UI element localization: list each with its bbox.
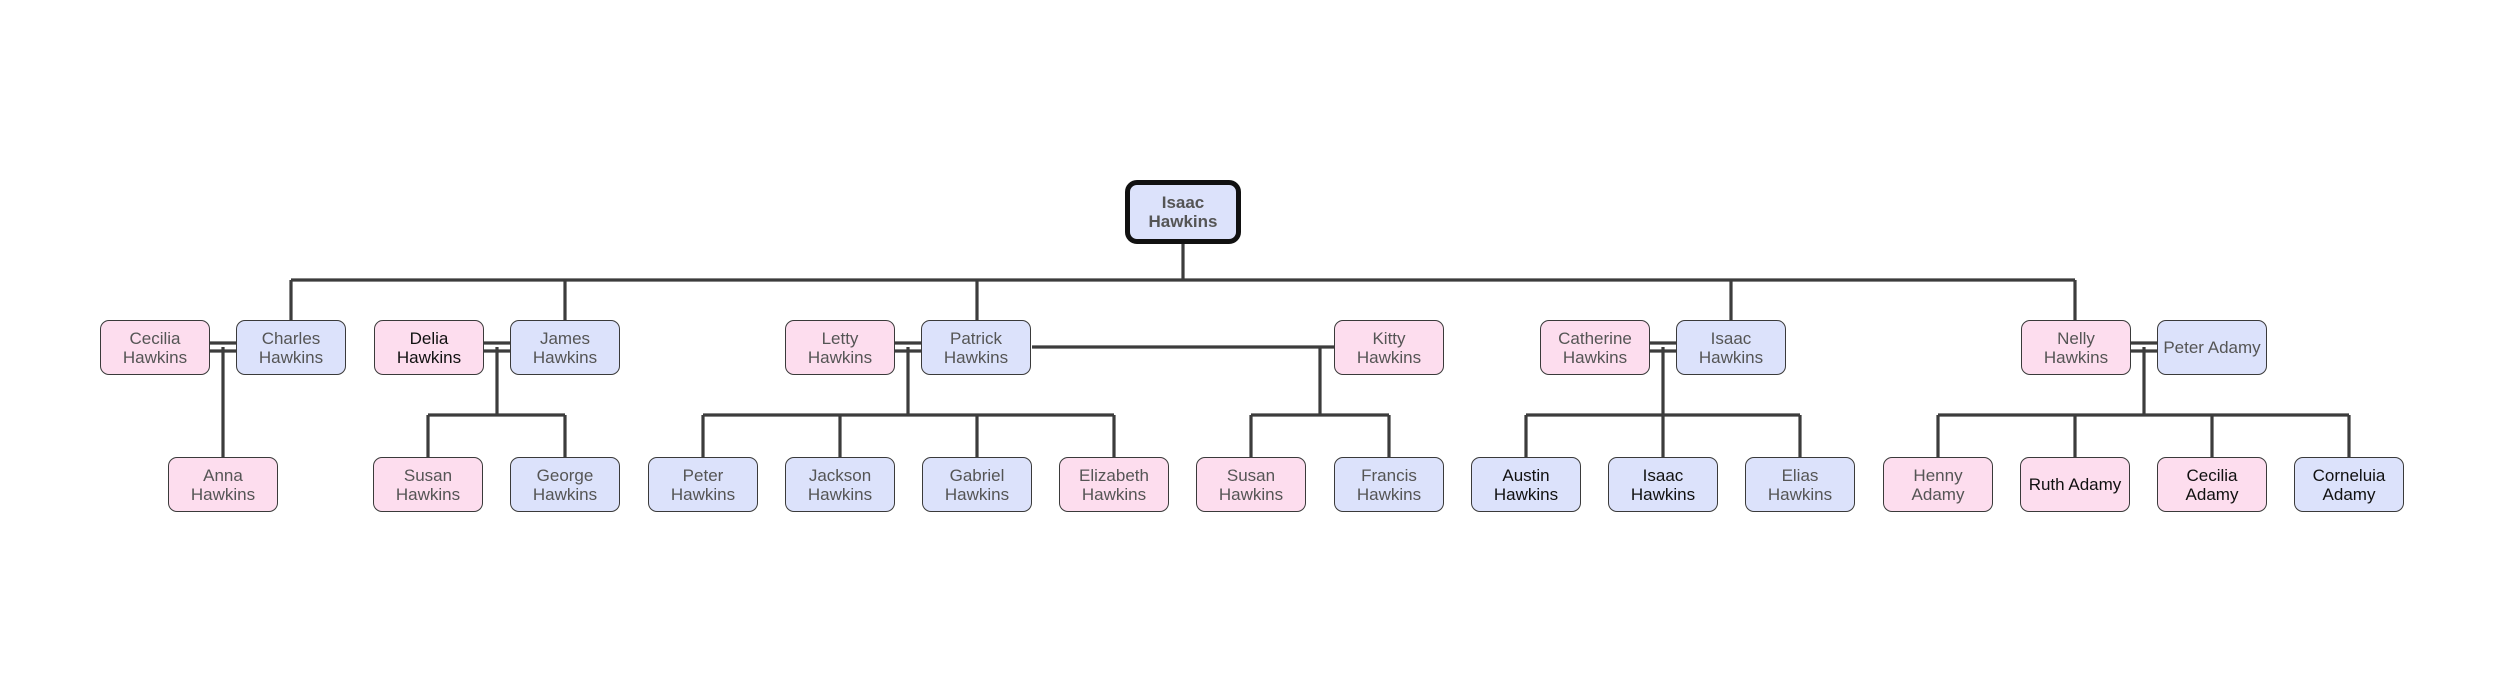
person-node[interactable]: James Hawkins: [510, 320, 620, 375]
person-node[interactable]: Patrick Hawkins: [921, 320, 1031, 375]
person-name: Elizabeth Hawkins: [1079, 465, 1149, 504]
person-node[interactable]: George Hawkins: [510, 457, 620, 512]
person-node[interactable]: Cecilia Hawkins: [100, 320, 210, 375]
person-node[interactable]: Isaac Hawkins: [1608, 457, 1718, 512]
person-node[interactable]: Ruth Adamy: [2020, 457, 2130, 512]
person-name: Austin Hawkins: [1493, 465, 1559, 504]
person-node-root[interactable]: Isaac Hawkins: [1125, 180, 1241, 244]
person-name: Susan Hawkins: [1218, 465, 1284, 504]
person-name: Anna Hawkins: [190, 465, 256, 504]
person-name: Susan Hawkins: [395, 465, 461, 504]
person-name: Elias Hawkins: [1767, 465, 1833, 504]
person-name: Isaac Hawkins: [1630, 465, 1696, 504]
person-name: Charles Hawkins: [258, 328, 324, 367]
person-node[interactable]: Isaac Hawkins: [1676, 320, 1786, 375]
person-node[interactable]: Austin Hawkins: [1471, 457, 1581, 512]
person-name: Delia Hawkins: [396, 328, 462, 367]
person-node[interactable]: Susan Hawkins: [373, 457, 483, 512]
person-node[interactable]: Catherine Hawkins: [1540, 320, 1650, 375]
connector: [1524, 347, 1802, 457]
person-name: Cecilia Adamy: [2185, 465, 2239, 504]
person-name: Patrick Hawkins: [943, 328, 1009, 367]
connector: [426, 347, 567, 457]
connector: [1249, 347, 1391, 457]
person-node[interactable]: Elizabeth Hawkins: [1059, 457, 1169, 512]
person-name: Francis Hawkins: [1356, 465, 1422, 504]
person-name: George Hawkins: [532, 465, 598, 504]
person-node[interactable]: Henny Adamy: [1883, 457, 1993, 512]
person-name: Isaac Hawkins: [1148, 193, 1218, 231]
person-name: Letty Hawkins: [807, 328, 873, 367]
person-node[interactable]: Delia Hawkins: [374, 320, 484, 375]
person-node[interactable]: Kitty Hawkins: [1334, 320, 1444, 375]
person-node[interactable]: Corneluia Adamy: [2294, 457, 2404, 512]
person-node[interactable]: Francis Hawkins: [1334, 457, 1444, 512]
person-name: Cecilia Hawkins: [122, 328, 188, 367]
person-node[interactable]: Letty Hawkins: [785, 320, 895, 375]
person-name: Jackson Hawkins: [807, 465, 873, 504]
person-name: Henny Adamy: [1911, 465, 1965, 504]
person-name: Catherine Hawkins: [1558, 328, 1632, 367]
connector: [701, 347, 1116, 457]
person-node[interactable]: Susan Hawkins: [1196, 457, 1306, 512]
person-node[interactable]: Charles Hawkins: [236, 320, 346, 375]
person-name: Peter Adamy: [2163, 338, 2261, 357]
person-node[interactable]: Anna Hawkins: [168, 457, 278, 512]
connector: [1936, 347, 2351, 457]
person-name: Nelly Hawkins: [2043, 328, 2109, 367]
person-name: James Hawkins: [532, 328, 598, 367]
person-node[interactable]: Peter Adamy: [2157, 320, 2267, 375]
person-name: Kitty Hawkins: [1356, 328, 1422, 367]
person-name: Ruth Adamy: [2028, 475, 2122, 494]
person-node[interactable]: Nelly Hawkins: [2021, 320, 2131, 375]
person-name: Isaac Hawkins: [1698, 328, 1764, 367]
person-name: Gabriel Hawkins: [944, 465, 1010, 504]
person-node[interactable]: Elias Hawkins: [1745, 457, 1855, 512]
person-node[interactable]: Cecilia Adamy: [2157, 457, 2267, 512]
person-node[interactable]: Peter Hawkins: [648, 457, 758, 512]
person-name: Corneluia Adamy: [2312, 465, 2386, 504]
person-node[interactable]: Gabriel Hawkins: [922, 457, 1032, 512]
person-name: Peter Hawkins: [670, 465, 736, 504]
person-node[interactable]: Jackson Hawkins: [785, 457, 895, 512]
